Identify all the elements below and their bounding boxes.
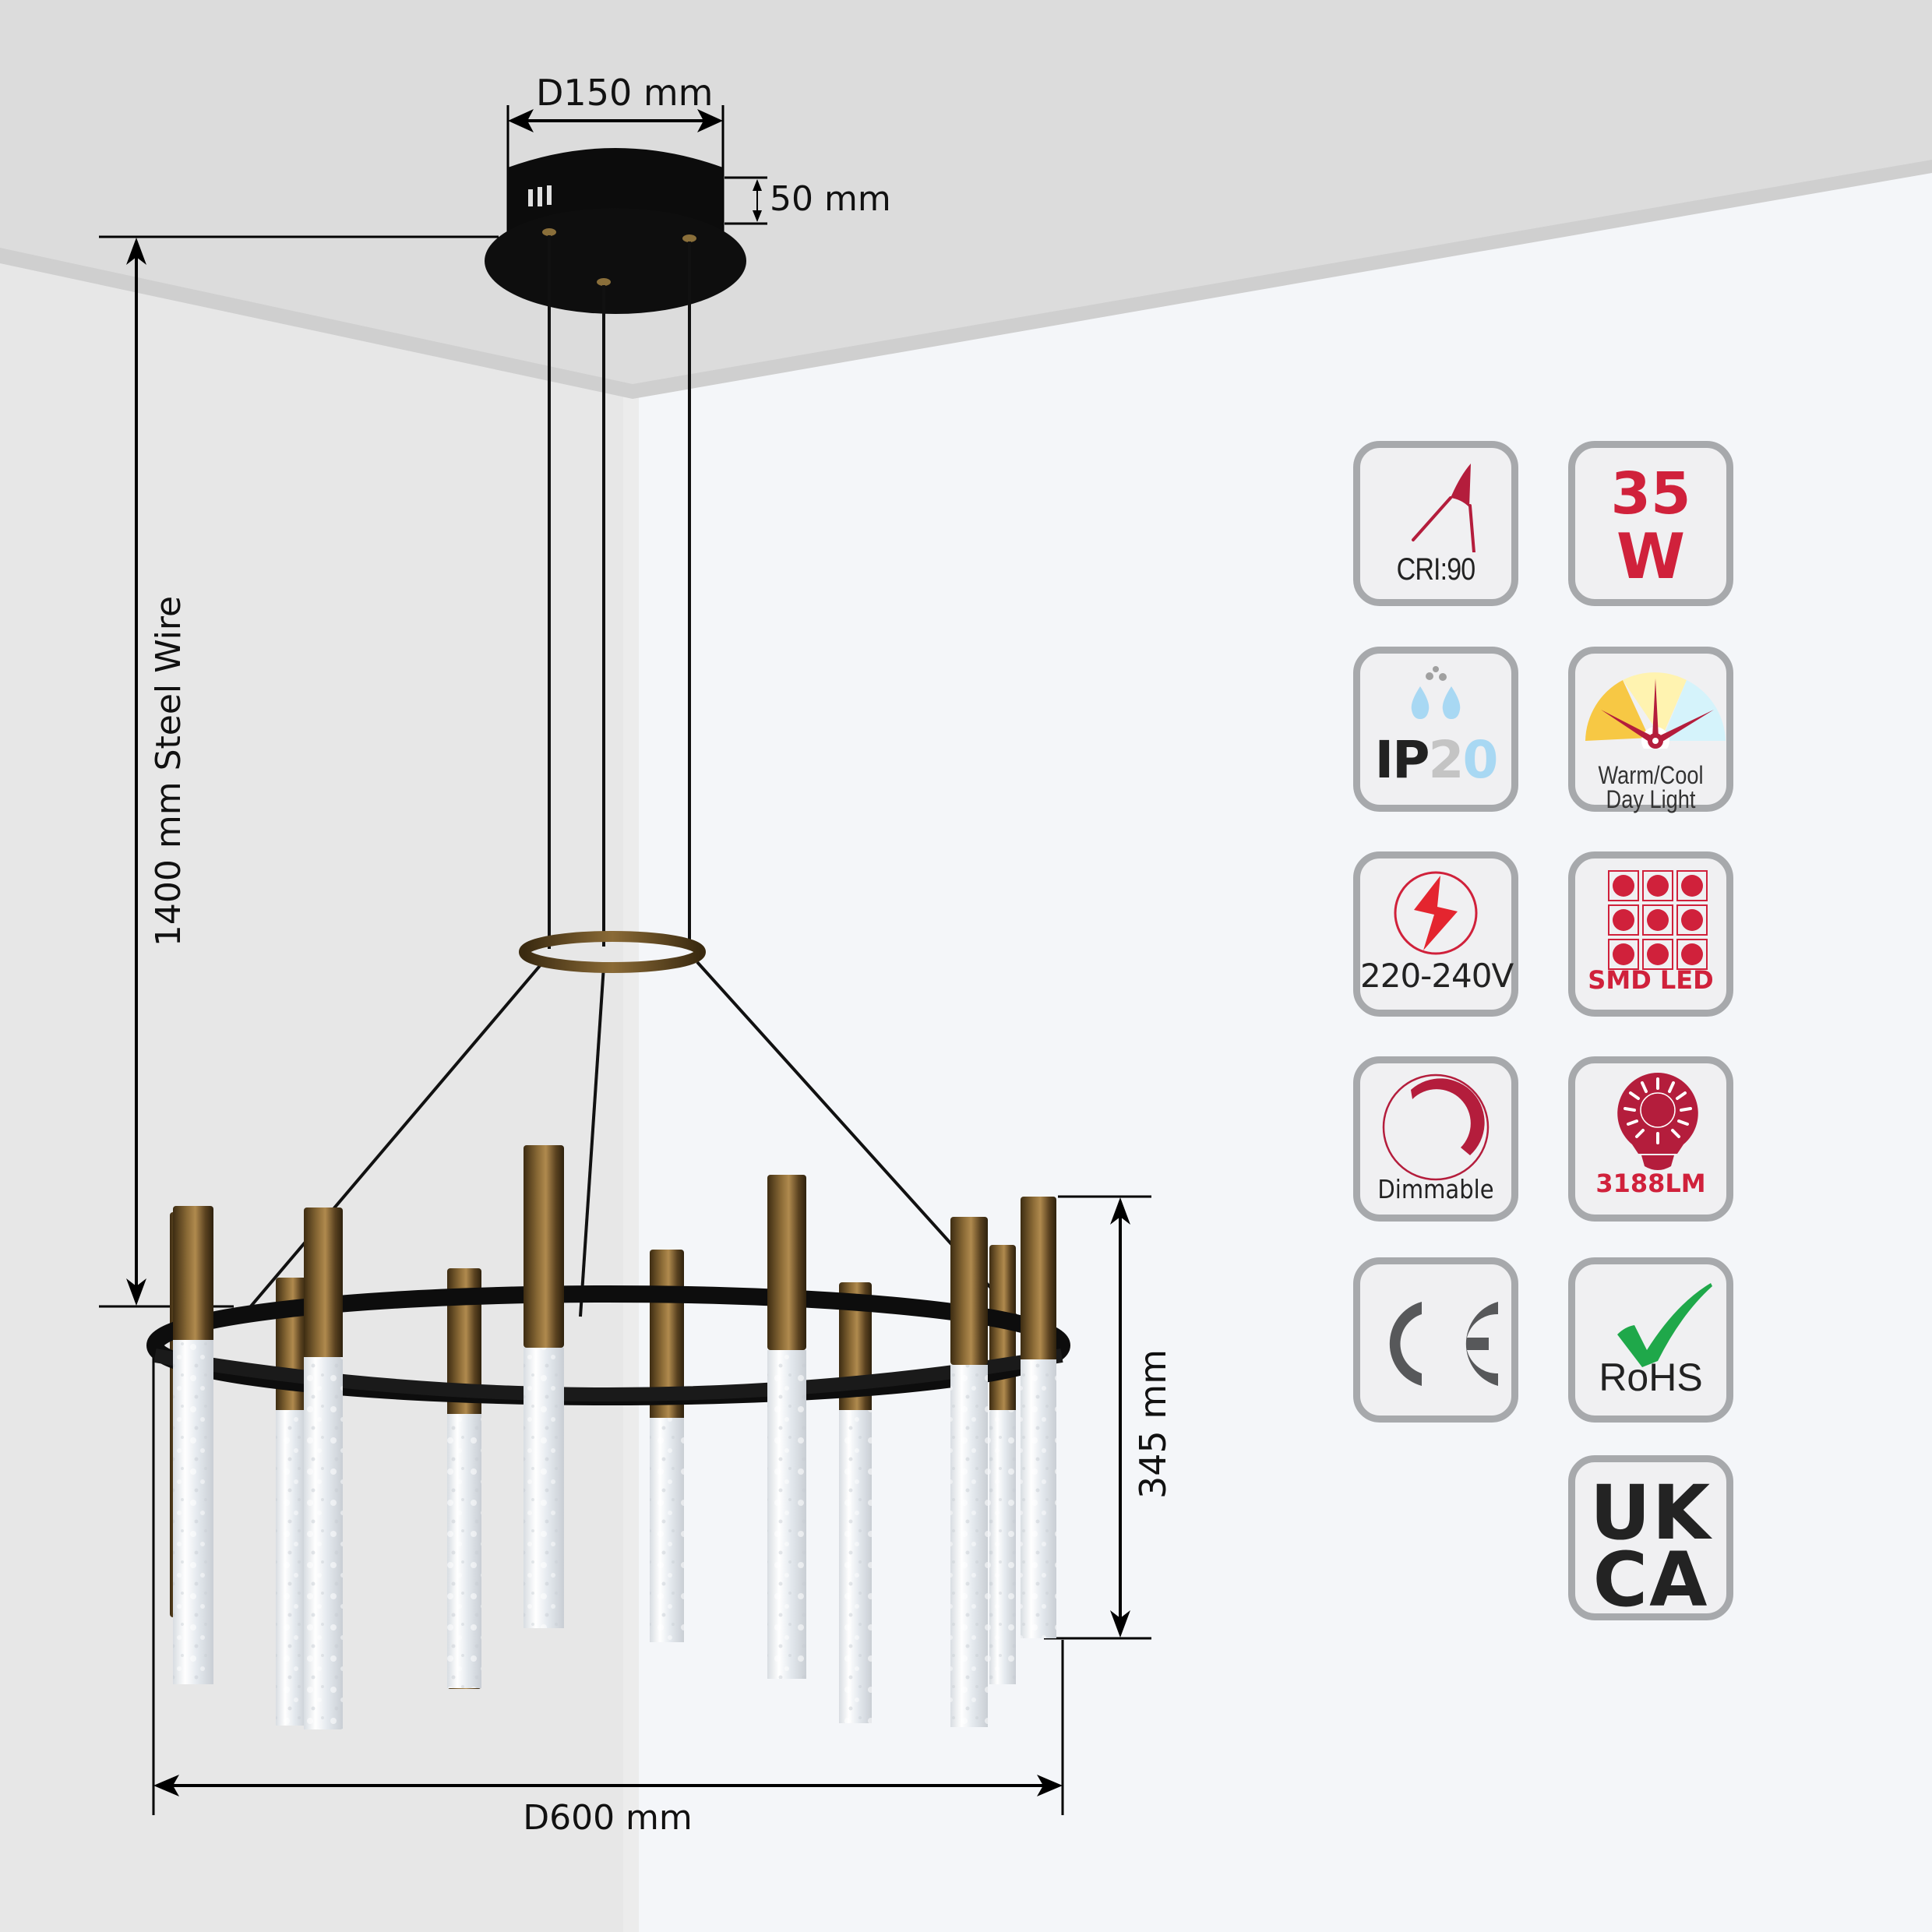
main-ring [146, 1285, 1070, 1405]
spec-tile-color-temperature: Warm/Cool Day Light [1568, 647, 1733, 812]
lightning-bolt-icon [1394, 871, 1478, 955]
spec-tile-lumens: 3188LM [1568, 1056, 1733, 1222]
dimmable-label: Dimmable [1377, 1174, 1494, 1204]
ce-mark-icon [1389, 1302, 1498, 1386]
wattage-unit: W [1616, 520, 1686, 593]
cri-icon [1412, 464, 1475, 552]
spec-tile-ukca: UK CA [1568, 1455, 1733, 1620]
spec-tile-ce [1353, 1257, 1518, 1423]
canopy-height-label: 50 mm [770, 179, 891, 219]
ip-prefix: IP [1374, 730, 1430, 790]
ukca-line1: UK [1589, 1469, 1712, 1557]
wattage-value: 35 [1610, 460, 1691, 527]
spec-tile-wattage: 35 W [1568, 441, 1733, 606]
dimmer-dial-icon [1382, 1074, 1490, 1181]
fixture-diameter-label: D600 mm [523, 1798, 693, 1838]
ip-digit-1: 2 [1428, 730, 1465, 790]
ip-rating-label: IP20 [1360, 735, 1511, 786]
spec-tile-ip-rating: IP20 [1353, 647, 1518, 812]
spec-tile-voltage: 220-240V [1353, 851, 1518, 1017]
color-temp-line1: Warm/Cool [1598, 761, 1704, 789]
light-bulb-icon [1617, 1073, 1698, 1170]
color-temperature-gauge-icon [1585, 672, 1726, 749]
spec-tile-led-type: SMD LED [1568, 851, 1733, 1017]
led-type-label: SMD LED [1588, 965, 1714, 995]
wire-length-label: 1400 mm Steel Wire [149, 595, 189, 947]
ukca-line2: CA [1592, 1536, 1709, 1624]
tubes-back [170, 1212, 1016, 1726]
spec-tile-rohs: RoHS [1568, 1257, 1733, 1423]
voltage-label: 220-240V [1360, 957, 1514, 995]
spec-tile-dimmable: Dimmable [1353, 1056, 1518, 1222]
spec-tile-cri: CRI:90 [1353, 441, 1518, 606]
dimension-lines [99, 105, 1151, 1815]
fixture-height-label: 345 mm [1132, 1349, 1174, 1500]
lumens-label: 3188LM [1595, 1169, 1706, 1198]
color-temp-line2: Day Light [1606, 785, 1696, 813]
tubes-front [173, 1145, 1056, 1729]
cri-label: CRI:90 [1396, 552, 1476, 587]
water-drops-icon [1411, 666, 1461, 719]
ip-digit-2: 0 [1462, 730, 1498, 790]
rohs-label: RoHS [1599, 1356, 1703, 1399]
ceiling-canopy [485, 148, 746, 314]
smd-led-grid-icon [1608, 870, 1708, 970]
upper-ring [519, 931, 706, 973]
checkmark-icon [1617, 1283, 1712, 1367]
canopy-diameter-label: D150 mm [536, 72, 714, 114]
